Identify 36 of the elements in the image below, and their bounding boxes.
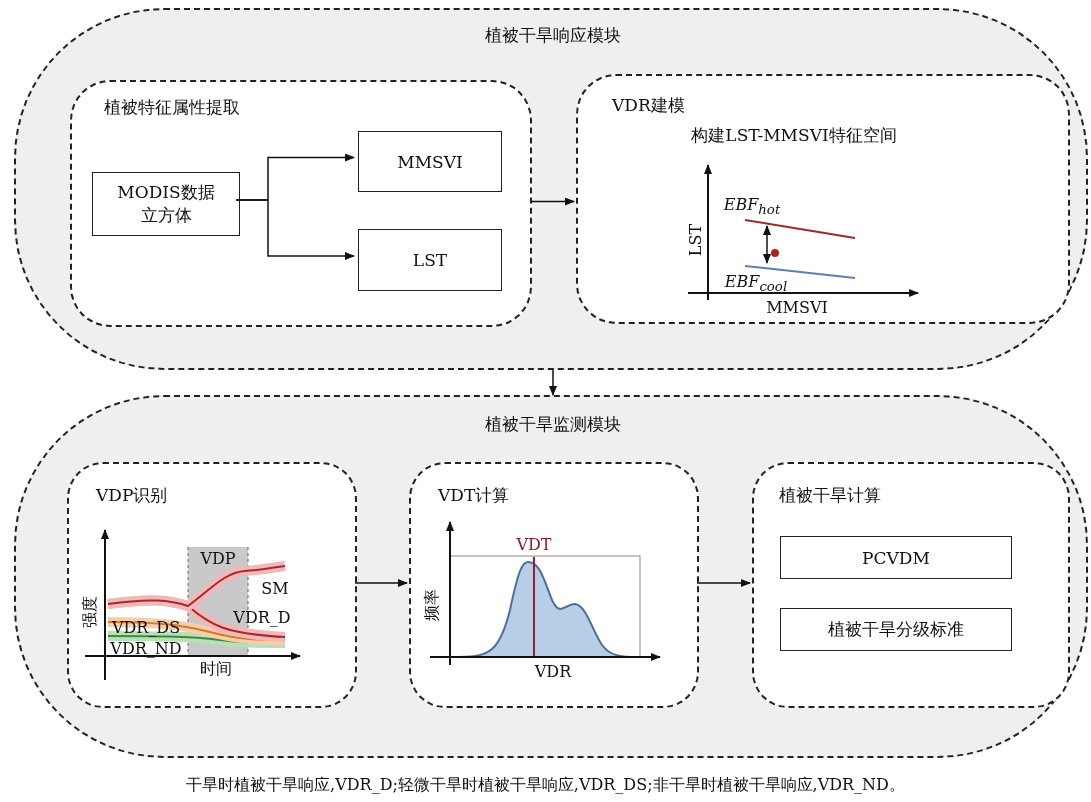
section-title: 植被特征属性提取: [104, 96, 240, 119]
curve-label: EBF$_{hot}$: [723, 194, 781, 218]
process-box: LST: [358, 229, 502, 291]
region-label: VDP: [200, 548, 236, 568]
curve-label: VDR_D: [233, 607, 291, 627]
axis-label: MMSVI: [766, 297, 828, 317]
arrow: [529, 197, 575, 206]
arrow: [354, 579, 408, 587]
process-box: MMSVI: [358, 131, 502, 192]
process-box: MODIS数据立方体: [92, 172, 240, 236]
process-box: 植被干旱分级标准: [780, 608, 1012, 651]
axis-label: LST: [685, 223, 705, 257]
section-box: [70, 80, 532, 327]
section-title: VDP识别: [96, 484, 168, 507]
curve-label: SM: [261, 578, 289, 598]
subtitle: 构建LST-MMSVI特征空间: [691, 124, 897, 147]
module-title: 植被干旱监测模块: [485, 413, 621, 436]
axis-label: 时间: [200, 658, 232, 680]
axis-label: VDR: [534, 661, 572, 681]
arrow: [549, 369, 557, 396]
section-title: VDR建模: [612, 94, 685, 117]
arrow: [696, 579, 751, 587]
section-box: [576, 74, 1070, 324]
curve-label: EBF$_{cool}$: [724, 271, 788, 295]
caption: 干旱时植被干旱响应,VDR_D;轻微干旱时植被干旱响应,VDR_DS;非干旱时植被干旱响应,VDR_ND。: [186, 775, 905, 796]
curve-label: VDR_DS: [111, 617, 181, 637]
section-box: [752, 462, 1070, 708]
module-title: 植被干旱响应模块: [485, 24, 621, 47]
axis-label: 强度: [79, 596, 100, 628]
section-title: 植被干旱计算: [779, 484, 881, 507]
process-box: PCVDM: [780, 536, 1012, 579]
threshold-label: VDT: [516, 534, 552, 554]
axis-label: 频率: [421, 589, 442, 621]
arrow: [235, 199, 355, 260]
curve-label: VDR_ND: [110, 638, 182, 658]
section-title: VDT计算: [438, 484, 510, 507]
